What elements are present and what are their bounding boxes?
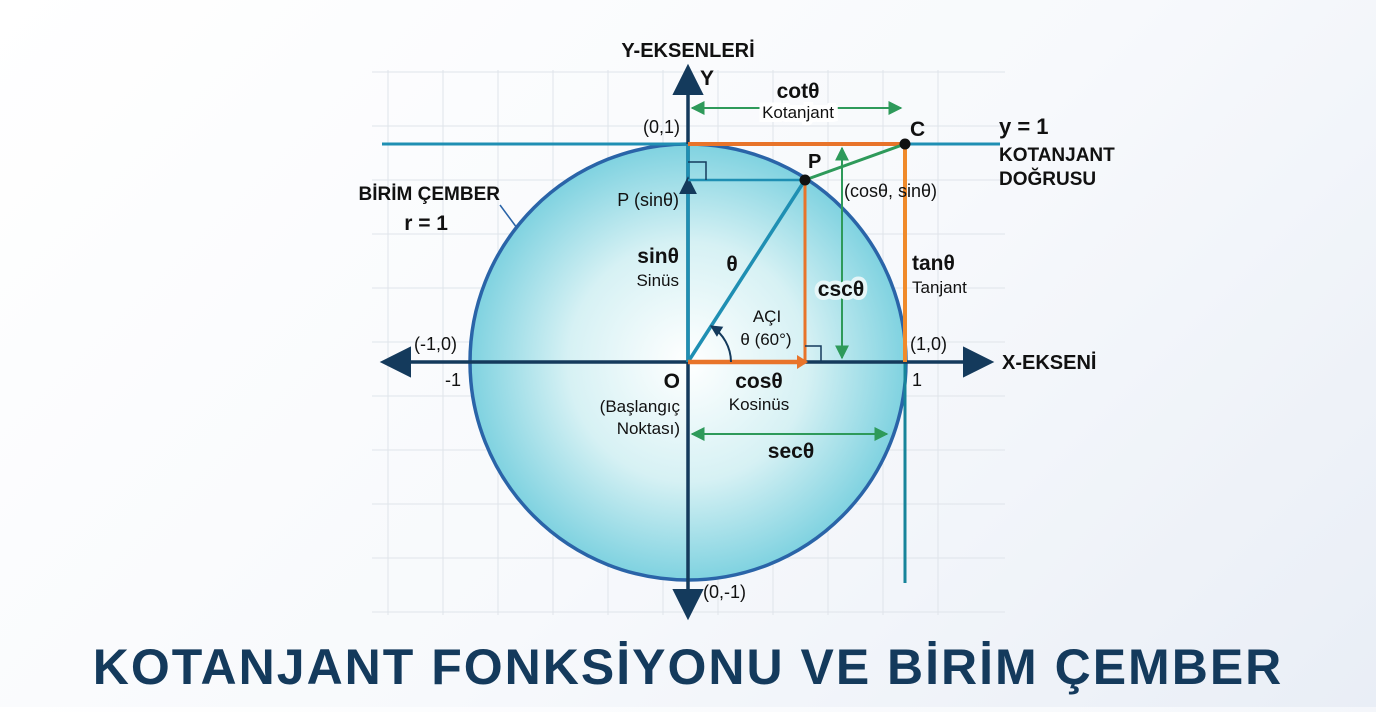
origin-letter: O [664,370,680,393]
coord-top: (0,1) [643,117,680,137]
circle-label: BİRİM ÇEMBER [359,184,501,205]
angle-value: θ (60°) [740,330,791,349]
origin-desc-1: (Başlangıç [600,397,681,416]
left-tick-label: -1 [445,370,461,390]
tangent-name: Tanjant [912,278,967,297]
p-to-c-line [804,142,906,182]
p-sin-label: P (sinθ) [617,190,679,210]
cosine-symbol: cosθ [735,370,783,393]
angle-arc [709,325,732,363]
right-angle-marker-top [688,161,707,180]
page-title: KOTANJANT FONKSİYONU VE BİRİM ÇEMBER [92,639,1284,695]
line-name-1: KOTANJANT [999,145,1115,166]
point-p-dot [799,174,811,186]
y-axis-title: Y-EKSENLERİ [621,39,754,62]
cosecant-symbol: cscθ [818,278,864,301]
y-axis-letter: Y [700,67,714,90]
line-name-2: DOĞRUSU [999,168,1096,190]
right-tick-label: 1 [912,370,922,390]
point-p-label: P [808,151,821,173]
angle-title: AÇI [753,307,781,326]
origin-desc-2: Noktası) [617,419,680,438]
coord-bottom: (0,-1) [703,582,746,602]
coord-left: (-1,0) [414,334,457,354]
x-axis-title: X-EKSENİ [1002,351,1096,374]
point-p-coords: (cosθ, sinθ) [844,181,937,201]
theta-label: θ [726,253,737,276]
line-equation: y = 1 [999,114,1049,139]
cosine-name: Kosinüs [729,395,789,414]
radius-op [686,179,807,363]
tangent-symbol: tanθ [912,252,955,275]
sine-symbol: sinθ [637,245,679,268]
radius-label: r = 1 [404,212,448,235]
circle-label-leader [499,204,518,229]
cotangent-name: Kotanjant [762,103,834,122]
right-angle-marker-bottom [805,345,822,362]
coord-right: (1,0) [910,334,947,354]
sine-name: Sinüs [636,271,679,290]
point-c-label: C [910,118,925,141]
cotangent-symbol: cotθ [777,80,820,103]
cosine-arrow [797,355,808,369]
point-c-dot [899,138,911,150]
secant-symbol: secθ [768,440,814,463]
